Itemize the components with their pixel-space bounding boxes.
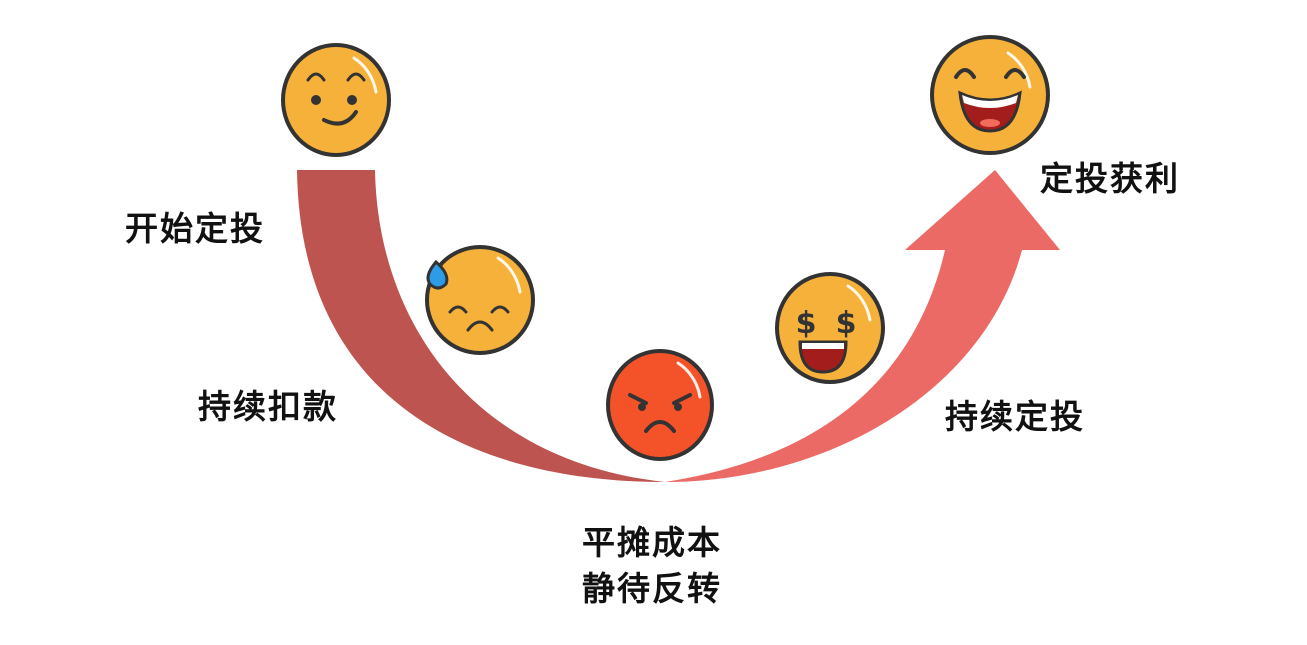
label-continue-debit: 持续扣款 — [198, 387, 338, 426]
sweat-sad-face-icon — [425, 245, 535, 355]
label-bottom: 平摊成本 静待反转 — [552, 520, 752, 612]
label-profit: 定投获利 — [1040, 159, 1180, 198]
label-continue-invest: 持续定投 — [945, 397, 1085, 436]
label-start: 开始定投 — [125, 209, 265, 248]
laughing-face-icon — [930, 35, 1050, 155]
downward-curve-band — [297, 170, 665, 482]
smirk-face-icon — [281, 43, 391, 157]
svg-text:$: $ — [796, 306, 817, 341]
money-eyes-face-icon: $ $ — [775, 272, 885, 384]
sweat-drop-icon — [426, 259, 449, 290]
angry-face-icon — [606, 349, 714, 461]
label-bottom-line1: 平摊成本 — [582, 523, 722, 562]
label-bottom-line2: 静待反转 — [582, 569, 722, 608]
upward-arrow — [665, 170, 1060, 482]
svg-text:$: $ — [836, 306, 857, 341]
